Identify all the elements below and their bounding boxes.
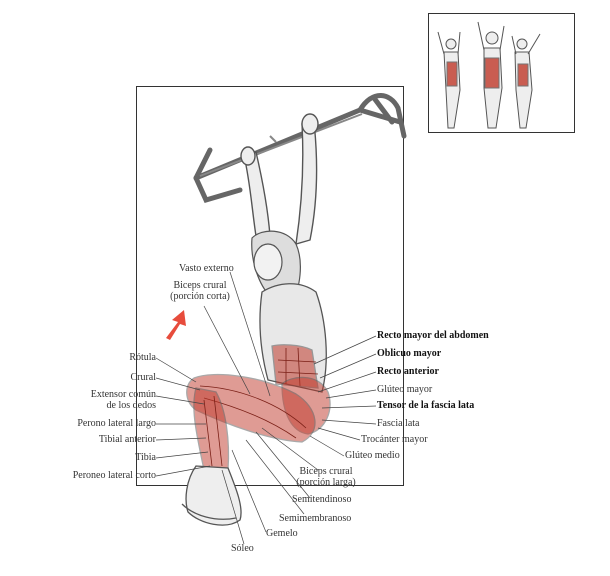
- label-semitendinoso: Semitendinoso: [292, 494, 352, 505]
- pullup-bar: [193, 93, 407, 204]
- thumbnail-frame: [428, 13, 575, 133]
- label-oblicuo-mayor: Oblicuo mayor: [377, 348, 442, 359]
- label-trocanter: Trocánter mayor: [361, 434, 428, 445]
- label-recto-anterior: Recto anterior: [377, 366, 439, 377]
- label-rotula: Rótula: [129, 352, 156, 363]
- feet: [181, 465, 242, 526]
- label-biceps-corta-line2: (porción corta): [170, 291, 230, 302]
- label-biceps-larga-line1: Biceps crural: [299, 466, 353, 477]
- thumbnail-figures: [437, 21, 541, 129]
- label-biceps-corta: Biceps crural (porción corta): [155, 280, 245, 302]
- label-tensor-fascia: Tensor de la fascia lata: [377, 400, 475, 411]
- label-biceps-larga-line2: (porción larga): [296, 477, 356, 488]
- torso: [259, 283, 327, 393]
- label-extensor: Extensor común de los dedos: [50, 389, 156, 411]
- arms: [240, 113, 319, 245]
- label-gemelo: Gemelo: [266, 528, 298, 539]
- main-illustration-frame: [136, 86, 404, 486]
- label-extensor-line1: Extensor común: [90, 389, 156, 400]
- label-crural: Crural: [130, 372, 156, 383]
- label-biceps-corta-line1: Biceps crural: [173, 280, 227, 291]
- label-biceps-larga: Biceps crural (porción larga): [288, 466, 364, 488]
- label-tibia: Tibia: [135, 452, 156, 463]
- thigh: [186, 373, 316, 443]
- head: [251, 230, 301, 301]
- label-gluteo-mayor: Glúteo mayor: [377, 384, 433, 395]
- leader-lines: [155, 271, 377, 545]
- label-recto-mayor: Recto mayor del abdomen: [377, 330, 489, 341]
- label-tibial-anterior: Tibial anterior: [98, 434, 156, 445]
- label-soleo: Sóleo: [231, 543, 254, 554]
- label-peroneo-corto: Peroneo lateral corto: [72, 470, 156, 481]
- label-fascia-lata: Fascia lata: [377, 418, 420, 429]
- label-extensor-line2: de los dedos: [106, 400, 156, 411]
- direction-arrow: [166, 310, 186, 340]
- label-semimembranoso: Semimembranoso: [279, 513, 352, 524]
- label-peroneo-largo: Perono lateral largo: [77, 418, 156, 429]
- label-gluteo-medio: Glúteo medio: [345, 450, 400, 461]
- label-vasto-externo: Vasto externo: [179, 263, 234, 274]
